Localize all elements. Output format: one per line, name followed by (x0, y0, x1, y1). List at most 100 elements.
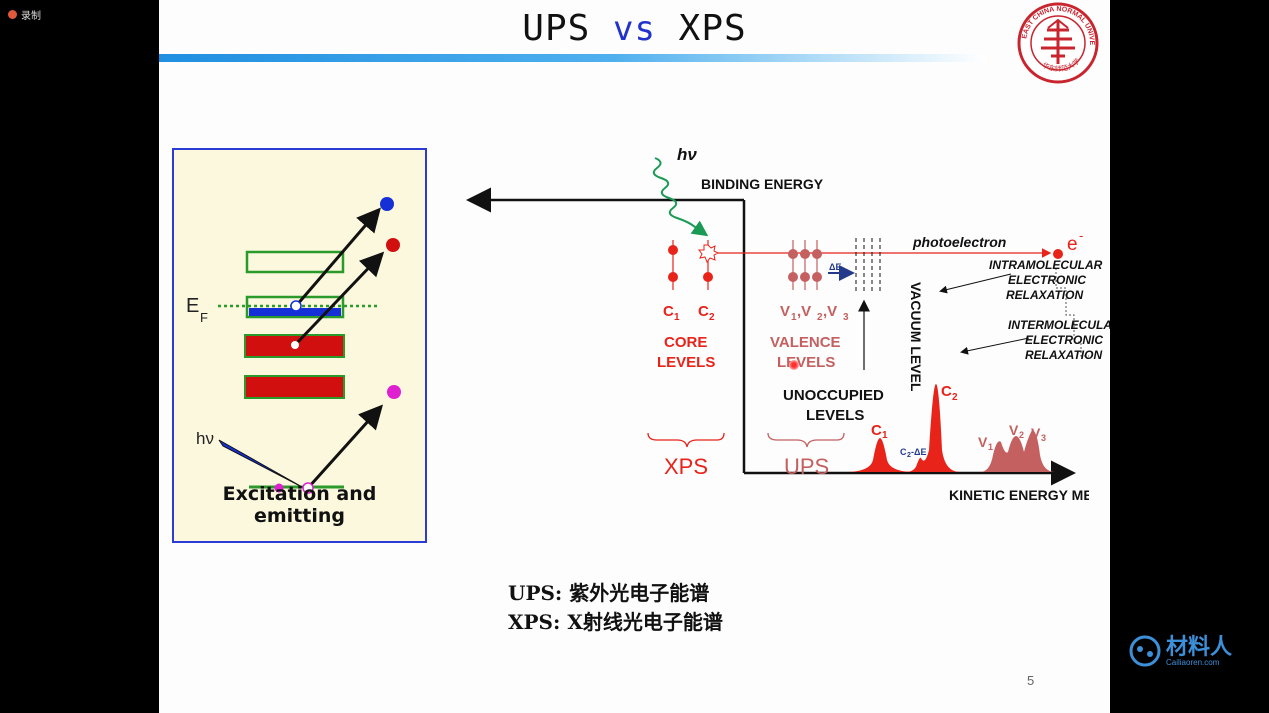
title-ups: UPS (522, 8, 591, 49)
watermark-sub: Cailiaoren.com (1166, 657, 1220, 667)
ef-subscript: F (200, 310, 208, 325)
emission-arrow-3 (306, 404, 384, 490)
c2-hole-burst-icon (698, 244, 720, 264)
binding-energy-label: BINDING ENERGY (701, 176, 824, 192)
peak-c2-label: C (941, 383, 952, 400)
inter-line3: RELAXATION (1025, 348, 1102, 362)
excitation-panel: E F hν Excitation and emitting (172, 148, 427, 543)
emission-arrow-2 (293, 251, 385, 347)
svg-text:2: 2 (817, 312, 823, 323)
panel-caption: Excitation and emitting (222, 483, 377, 527)
title-vs: vs (613, 9, 656, 49)
inter-line1: INTERMOLECULAR (1008, 318, 1110, 332)
watermark: 材料人 Cailiaoren.com (1128, 634, 1232, 668)
c1-electron-2 (668, 272, 678, 282)
hole-fermi (290, 300, 302, 312)
empty-band-top (245, 250, 345, 274)
peak-v2-label: V (1009, 422, 1019, 438)
photon-beam (218, 439, 305, 489)
svg-text:3: 3 (1041, 433, 1046, 443)
svg-text:2: 2 (907, 452, 911, 459)
panel-hv-label: hν (196, 429, 214, 448)
intra-line2: ELECTRONIC (1008, 273, 1086, 287)
laser-pointer (789, 360, 799, 370)
svg-text:1: 1 (988, 442, 993, 452)
peak-c1-label: C (871, 422, 882, 439)
title-xps: XPS (678, 8, 747, 49)
peak-c1 (845, 438, 915, 472)
svg-text:1: 1 (674, 312, 680, 323)
recording-label: 录制 (21, 11, 41, 22)
core-levels-line1: CORE (664, 334, 707, 351)
peak-c2de-label: C (900, 447, 907, 457)
core-hole (302, 482, 314, 494)
svg-text:,V: ,V (823, 303, 837, 320)
inter-arrow (960, 337, 1030, 355)
emitted-electron-magenta (387, 385, 401, 399)
fermi-band (245, 295, 345, 319)
watermark-text: 材料人 (1166, 633, 1233, 659)
hv-label: hν (677, 145, 697, 164)
page-number: 5 (1027, 673, 1035, 688)
photoelectron-label: photoelectron (912, 234, 1006, 250)
kinetic-energy-label: KINETIC ENERGY MEASURED (949, 487, 1089, 503)
photon-wave-icon (652, 157, 709, 237)
c1-electron-1 (668, 245, 678, 255)
relaxation-path (1055, 268, 1089, 357)
emitted-electron-blue (380, 197, 394, 211)
xps-note: XPS: X射线光电子能谱 (508, 610, 723, 634)
excitation-diagram: E F hν (186, 197, 401, 494)
svg-text:2: 2 (952, 392, 958, 403)
fermi-band-fill (249, 308, 341, 316)
spectrum-area: INTRAMOLECULAR ELECTRONIC RELAXATION INT… (939, 258, 1110, 362)
emitted-electron-red (386, 238, 400, 252)
electron-sup: - (1079, 228, 1083, 243)
vacuum-level-label: VACUUM LEVEL (908, 282, 924, 392)
unoccupied-line2: LEVELS (806, 407, 864, 424)
intra-line1: INTRAMOLECULAR (989, 258, 1103, 272)
peak-c2 (905, 384, 960, 472)
valence-electrons (788, 249, 822, 282)
c2-label: C (698, 303, 709, 320)
v-levels-label: V (780, 303, 790, 320)
spectrum-peaks: C 1 C 2 C 2 -ΔE V 1 V 2 V 3 (845, 383, 1055, 472)
svg-text:1: 1 (882, 430, 888, 441)
svg-text:2: 2 (1019, 430, 1024, 440)
unoccupied-line1: UNOCCUPIED (783, 387, 884, 404)
emission-arrow-1 (294, 207, 381, 307)
university-logo: EAST CHINA NORMAL UNIVERSITY 华东师范大学 (1017, 2, 1099, 84)
electron-dot (1053, 249, 1063, 259)
svg-text:1: 1 (791, 312, 797, 323)
c2-electron (703, 272, 713, 282)
ups-note: UPS: 紫外光电子能谱 (508, 581, 710, 605)
svg-text:3: 3 (843, 312, 849, 323)
hole-band (291, 341, 299, 349)
ups-brace (767, 432, 845, 448)
unoccupied-levels (855, 238, 881, 292)
ef-label: E (186, 295, 199, 317)
core-levels-line2: LEVELS (657, 354, 715, 371)
intra-arrow (939, 273, 1012, 294)
xps-brace (647, 432, 725, 448)
svg-text:,V: ,V (797, 303, 811, 320)
core-electron (274, 483, 284, 493)
slide-title: UPS vs XPS (159, 8, 1110, 49)
ups-brace-label: UPS (784, 454, 829, 479)
xps-brace-label: XPS (664, 454, 708, 479)
presentation-slide: UPS vs XPS EAST CHINA NORMAL UNIVERSITY … (159, 0, 1110, 713)
valence-levels-line1: VALENCE (770, 334, 841, 351)
valence-levels-line2: LEVELS (777, 354, 835, 371)
ups-xps-diagram: BINDING ENERGY VACUUM LEVEL KINETIC ENER… (466, 145, 1089, 503)
delta-e-label: ΔE (829, 262, 841, 272)
record-icon (8, 10, 17, 19)
peak-valence (980, 430, 1055, 472)
peak-v1-label: V (978, 434, 988, 450)
c1-label: C (663, 303, 674, 320)
svg-text:-ΔE: -ΔE (911, 447, 926, 457)
filled-band-2 (244, 375, 345, 399)
recording-indicator: 录制 (8, 7, 41, 22)
inter-line2: ELECTRONIC (1025, 333, 1103, 347)
electron-label: e (1067, 234, 1078, 255)
svg-text:2: 2 (709, 312, 715, 323)
title-underline-bar (159, 54, 985, 62)
